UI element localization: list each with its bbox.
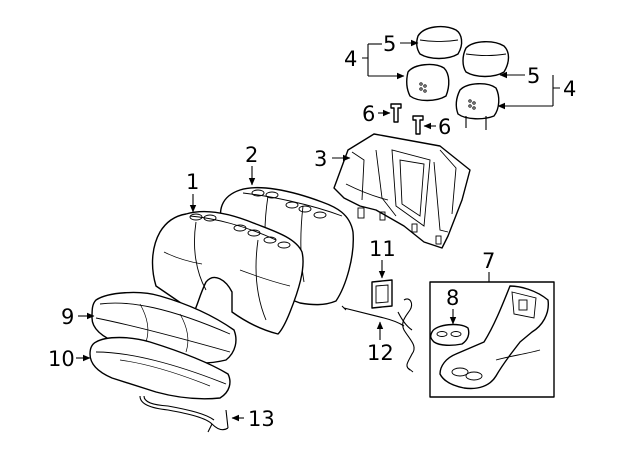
seat-wire	[139, 395, 229, 433]
callout-11: 11	[369, 237, 396, 261]
callout-5-left: 5	[383, 32, 396, 56]
callout-5-right: 5	[527, 64, 540, 88]
callout-6-right: 6	[438, 115, 451, 139]
headrest-right-lower	[455, 83, 500, 130]
headrest-guide-right	[412, 115, 424, 135]
callout-10: 10	[48, 347, 75, 371]
callout-7: 7	[482, 249, 495, 273]
headrest-guide-left	[390, 103, 402, 123]
seat-back-front	[151, 210, 304, 335]
callout-6-left: 6	[362, 102, 375, 126]
callout-8: 8	[446, 286, 459, 310]
release-cable	[341, 298, 415, 373]
callout-1: 1	[186, 170, 199, 194]
headrest-left-upper	[415, 25, 463, 60]
seat-latch	[371, 279, 393, 309]
armrest	[439, 285, 549, 390]
headrest-left-lower	[405, 63, 450, 102]
callout-3: 3	[314, 147, 327, 171]
callout-13: 13	[248, 407, 275, 431]
callout-12: 12	[367, 341, 394, 365]
callout-numbers: 1 2 3 4 5 5 4 6 6 7 8 9 10 11 12 13	[48, 32, 576, 431]
cup-holder	[429, 323, 470, 347]
leader-lines	[76, 39, 560, 422]
headrest-right-upper	[462, 41, 510, 78]
callout-2: 2	[245, 143, 258, 167]
seat-back-frame	[333, 133, 471, 249]
callout-4-left: 4	[344, 47, 357, 71]
cushion-frame	[89, 336, 231, 400]
callout-9: 9	[61, 305, 74, 329]
callout-4-right: 4	[563, 77, 576, 101]
